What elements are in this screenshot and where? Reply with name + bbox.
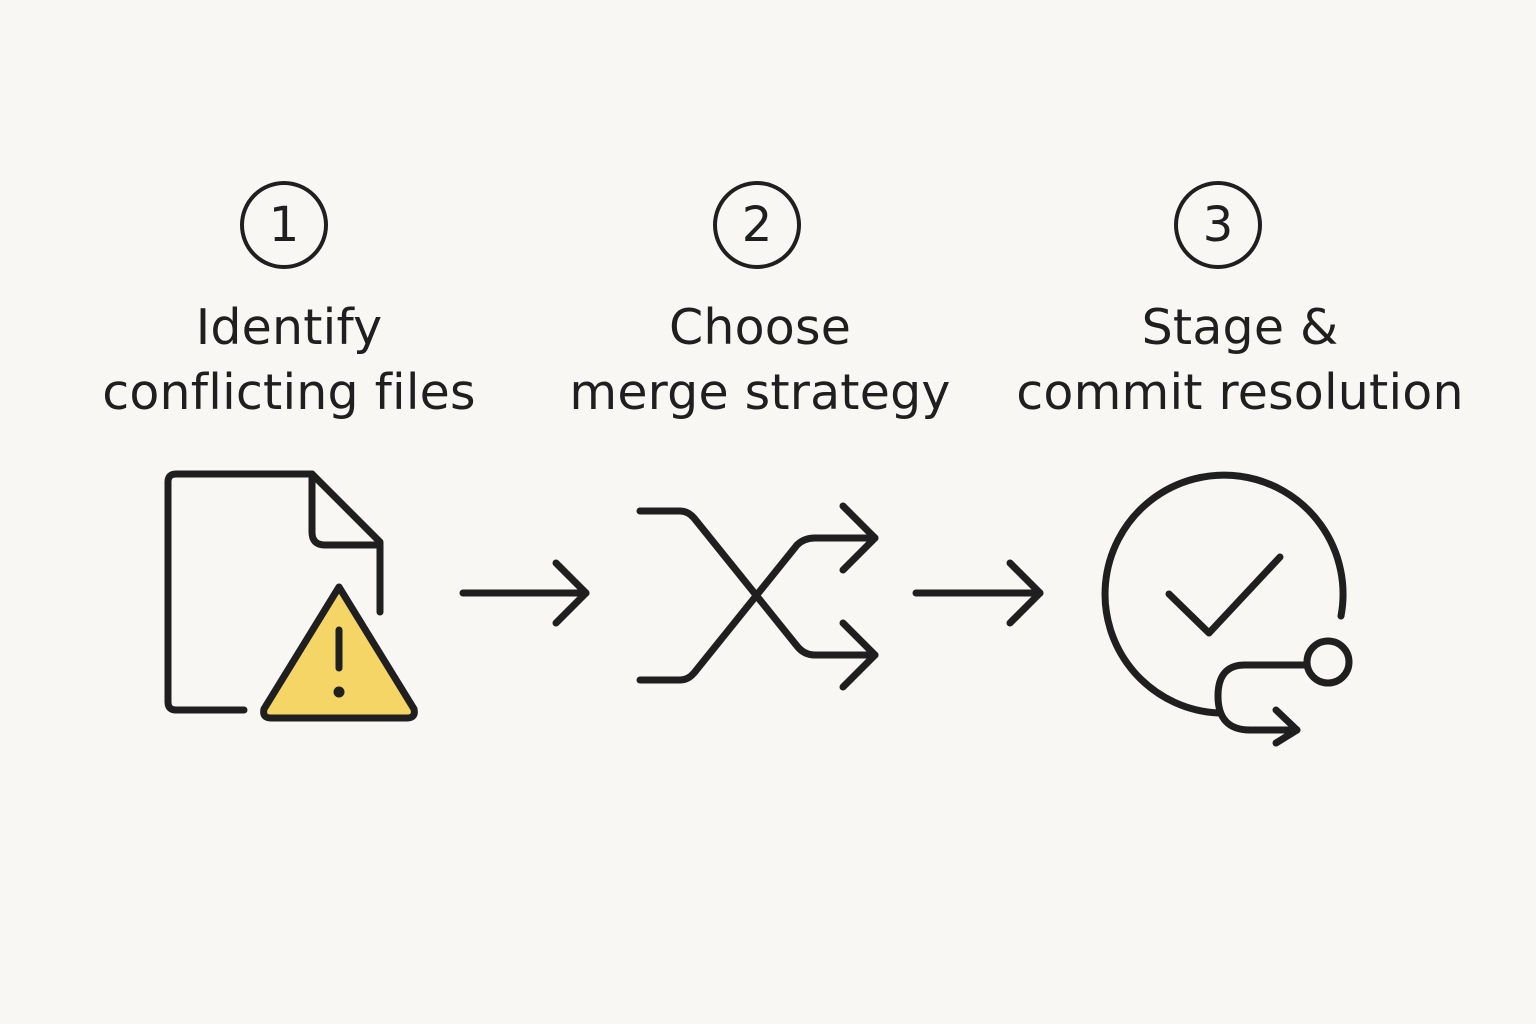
step-2-number-text: 2 [741,197,773,253]
step-1-label: Identify conflicting files [29,295,549,425]
step-3-label-line1: Stage & [1141,299,1339,356]
shuffle-path-bottom [636,534,879,684]
step-3-number: 3 [1174,181,1262,269]
step-1-number: 1 [240,181,328,269]
step-2-label-line2: merge strategy [569,364,951,421]
file-corner-fold [308,470,384,549]
shuffle-path-top [636,507,879,659]
file-outline [164,470,384,714]
check-commit-icon [1101,471,1353,747]
warning-exclamation-dot [333,686,345,698]
step-1-label-line2: conflicting files [102,364,476,421]
step-3-number-text: 3 [1202,197,1234,253]
step-2-label: Choose merge strategy [500,295,1020,425]
file-warning-icon [164,470,418,722]
step-2-number: 2 [713,181,801,269]
checkmark [1165,553,1284,637]
shuffle-arrowhead-top [839,502,879,574]
arrow-right-icon [459,559,590,627]
step-1-label-line1: Identify [195,299,383,356]
progress-ring [1101,471,1347,717]
commit-node [1303,637,1353,687]
step-2-label-line1: Choose [668,299,852,356]
commit-arrowhead [1272,706,1301,747]
shuffle-arrowhead-bottom [839,619,879,691]
step-1-number-text: 1 [268,197,300,253]
shuffle-merge-icon [636,502,879,691]
step-3-label-line2: commit resolution [1016,364,1464,421]
step-3-label: Stage & commit resolution [980,295,1500,425]
commit-branch-path [1214,661,1311,734]
arrow-right-icon [912,559,1044,627]
